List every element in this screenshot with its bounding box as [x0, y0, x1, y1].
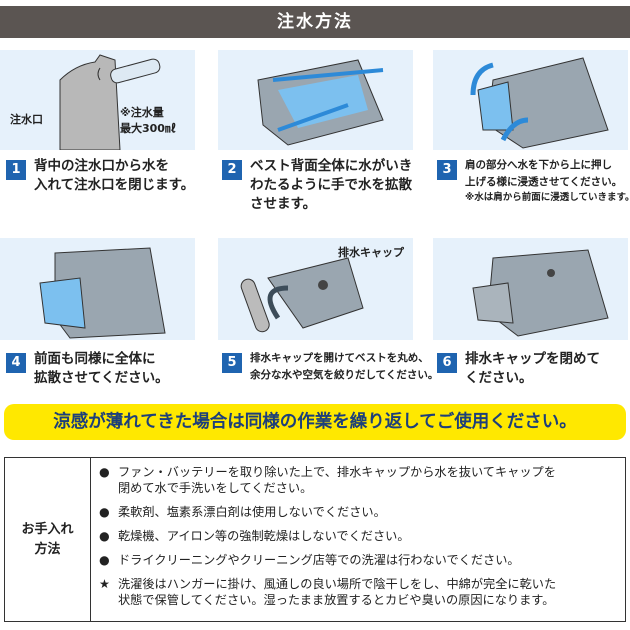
step-text: 前面も同様に全体に — [34, 351, 156, 367]
care-line: ドライクリーニングやクリーニング店等での洗濯は行わないでください。 — [118, 553, 520, 567]
illustration-step-2 — [218, 50, 413, 150]
illustration-step-1: 注水口 ※注水量 最大300㎖ — [0, 50, 195, 151]
step-text: させます。 — [250, 196, 317, 212]
amount-label-1: ※注水量 — [120, 105, 164, 119]
step-number: 4 — [6, 353, 26, 373]
bullet-icon: ● — [99, 465, 110, 479]
step-4: 4 前面も同様に全体に拡散させてください。 — [6, 350, 206, 388]
step-6: 6 排水キャップを閉めてください。 — [437, 350, 630, 388]
bullet-icon: ● — [99, 529, 110, 543]
step-text: ベスト背面全体に水がいき — [250, 158, 413, 174]
step-text: 余分な水や空気を絞りだしてください。 — [250, 369, 439, 381]
care-label: お手入れ方法 — [5, 458, 91, 621]
care-line: 閉めて水で手洗いをしてください。 — [118, 481, 313, 495]
care-item-text: 柔軟剤、塩素系漂白剤は使用しないでください。 — [118, 504, 386, 520]
step-number: 1 — [6, 160, 26, 180]
care-items: ● ファン・バッテリーを取り除いた上で、排水キャップから水を抜いてキャップを閉めて… — [91, 458, 625, 621]
star-icon: ★ — [99, 577, 110, 591]
care-item-text: ファン・バッテリーを取り除いた上で、排水キャップから水を抜いてキャップを閉めて水… — [118, 464, 556, 496]
step-note: ※水は肩から前面に浸透していきます。 — [465, 192, 630, 203]
step-text: ください。 — [465, 370, 533, 386]
care-item: ● 乾燥機、アイロン等の強制乾燥はしないでください。 — [99, 528, 617, 544]
drain-cap-label: 排水キャップ — [338, 245, 405, 259]
step-2: 2 ベスト背面全体に水がいきわたるように手で水を拡散させます。 — [222, 157, 422, 214]
step-text: 上げる様に浸透させてください。 — [465, 176, 623, 188]
care-label-text: 方法 — [34, 541, 61, 557]
bullet-icon: ● — [99, 505, 110, 519]
step-3: 3 肩の部分へ水を下から上に押し上げる様に浸透させてください。 ※水は肩から前面に浸… — [437, 157, 630, 205]
repeat-notice-banner: 涼感が薄れてきた場合は同様の作業を繰り返してご使用ください。 — [4, 404, 626, 440]
care-item: ● ドライクリーニングやクリーニング店等での洗濯は行わないでください。 — [99, 552, 617, 568]
care-item-text: 乾燥機、アイロン等の強制乾燥はしないでください。 — [118, 528, 410, 544]
step-text: わたるように手で水を拡散 — [250, 177, 412, 193]
step-number: 3 — [437, 160, 457, 180]
care-line: ファン・バッテリーを取り除いた上で、排水キャップから水を抜いてキャップを — [118, 465, 556, 479]
step-text: 拡散させてください。 — [34, 370, 169, 386]
inlet-label: 注水口 — [10, 112, 43, 126]
care-item-text: ドライクリーニングやクリーニング店等での洗濯は行わないでください。 — [118, 552, 520, 568]
care-item: ★ 洗濯後はハンガーに掛け、風通しの良い場所で陰干しをし、中綿が完全に乾いた状態で… — [99, 576, 617, 608]
step-number: 5 — [222, 353, 242, 373]
illustration-step-4 — [0, 238, 195, 340]
step-text: 排水キャップを閉めて — [465, 351, 600, 367]
step-text: 背中の注水口から水を — [34, 158, 169, 174]
step-text: 肩の部分へ水を下から上に押し — [465, 159, 612, 171]
step-number: 2 — [222, 160, 242, 180]
step-text: 排水キャップを開けてベストを丸め、 — [250, 352, 429, 364]
step-1: 1 背中の注水口から水を入れて注水口を閉じます。 — [6, 157, 206, 195]
care-item: ● ファン・バッテリーを取り除いた上で、排水キャップから水を抜いてキャップを閉めて… — [99, 464, 617, 496]
care-line: 状態で保管してください。湿ったまま放置するとカビや臭いの原因になります。 — [118, 593, 555, 607]
section-title: 注水方法 — [0, 6, 630, 38]
step-number: 6 — [437, 353, 457, 373]
care-table: お手入れ方法 ● ファン・バッテリーを取り除いた上で、排水キャップから水を抜いてキ… — [4, 457, 626, 622]
care-line: 洗濯後はハンガーに掛け、風通しの良い場所で陰干しをし、中綿が完全に乾いた — [118, 577, 557, 591]
illustration-step-6 — [433, 238, 628, 340]
care-item: ● 柔軟剤、塩素系漂白剤は使用しないでください。 — [99, 504, 617, 520]
step-5: 5 排水キャップを開けてベストを丸め、余分な水や空気を絞りだしてください。 — [222, 350, 439, 384]
illustration-step-3 — [433, 50, 628, 150]
step-text: 入れて注水口を閉じます。 — [34, 177, 195, 193]
care-label-text: お手入れ — [21, 521, 74, 537]
care-line: 乾燥機、アイロン等の強制乾燥はしないでください。 — [118, 529, 410, 543]
bullet-icon: ● — [99, 553, 110, 567]
amount-label-2: 最大300㎖ — [120, 121, 176, 135]
illustration-step-5: 排水キャップ — [218, 238, 413, 340]
care-line: 柔軟剤、塩素系漂白剤は使用しないでください。 — [118, 505, 386, 519]
care-item-text: 洗濯後はハンガーに掛け、風通しの良い場所で陰干しをし、中綿が完全に乾いた状態で保… — [118, 576, 556, 608]
